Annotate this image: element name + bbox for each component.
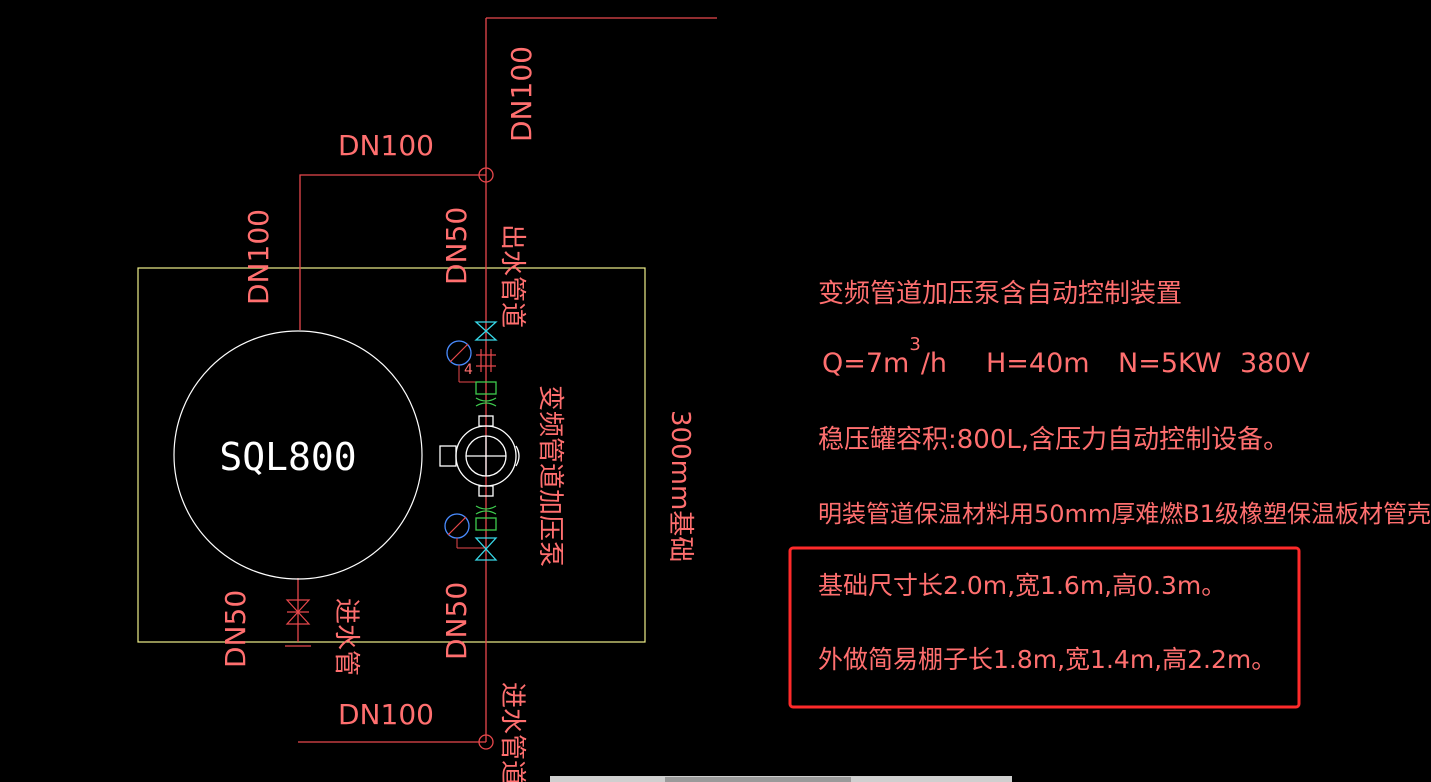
pipe-junction-top — [478, 167, 494, 183]
highlight-box — [788, 546, 1301, 709]
foundation-height-label: 300mm基础 — [665, 410, 695, 562]
param-flow-prefix: Q=7m — [822, 348, 909, 379]
pressure-tank[interactable] — [173, 330, 423, 580]
pipe-size-pump-outlet: DN50 — [440, 207, 473, 285]
flex-joint-lower-icon — [475, 505, 497, 531]
note-insulation: 明装管道保温材料用50mm厚难燃B1级橡塑保温板材管壳) — [818, 500, 1431, 528]
note-foundation-size: 基础尺寸长2.0m,宽1.6m,高0.3m。 — [818, 571, 1226, 600]
tank-inlet-valve[interactable] — [285, 599, 311, 647]
pipe-size-tank-outlet: DN100 — [242, 209, 275, 305]
pipe-size-bottom-branch: DN100 — [338, 698, 434, 731]
pressure-gauge-lower-icon[interactable] — [444, 513, 486, 549]
pipe-size-top-branch: DN100 — [338, 129, 434, 162]
gauge-number: 4 — [464, 362, 473, 378]
pipe-size-top-riser: DN100 — [505, 46, 538, 142]
notes-title: 变频管道加压泵含自动控制装置 — [818, 279, 1182, 309]
tank-inlet-label: 进水管 — [331, 598, 361, 676]
flex-joint-upper-icon — [475, 381, 497, 407]
tank-label: SQL800 — [219, 435, 356, 479]
inlet-pipe-label: 进水管道 — [497, 682, 527, 782]
param-flow-superscript: 3 — [909, 334, 920, 355]
pipe-size-tank-inlet: DN50 — [219, 590, 252, 668]
check-valve-icon — [476, 349, 496, 372]
bottom-scrollbar-thumb[interactable] — [665, 777, 851, 782]
param-flow: Q=7m3/h — [822, 334, 947, 379]
note-tank-volume: 稳压罐容积:800L,含压力自动控制设备。 — [818, 425, 1289, 455]
note-shed-size: 外做简易棚子长1.8m,宽1.4m,高2.2m。 — [818, 645, 1276, 674]
param-voltage: 380V — [1240, 348, 1311, 379]
outlet-pipe-label: 出水管道 — [497, 224, 527, 328]
pipe-size-pump-inlet: DN50 — [440, 582, 473, 660]
outlet-gate-valve[interactable] — [474, 321, 498, 341]
tank-outlet-pipe — [299, 174, 486, 330]
param-power: N=5KW — [1118, 348, 1221, 379]
booster-pump[interactable] — [439, 415, 520, 497]
param-head: H=40m — [986, 348, 1090, 379]
param-flow-suffix: /h — [921, 348, 947, 379]
inlet-gate-valve[interactable] — [474, 537, 498, 561]
foundation-outline — [137, 267, 646, 643]
pipe-junction-bottom — [478, 734, 494, 750]
pump-label: 变频管道加压泵 — [535, 385, 565, 567]
